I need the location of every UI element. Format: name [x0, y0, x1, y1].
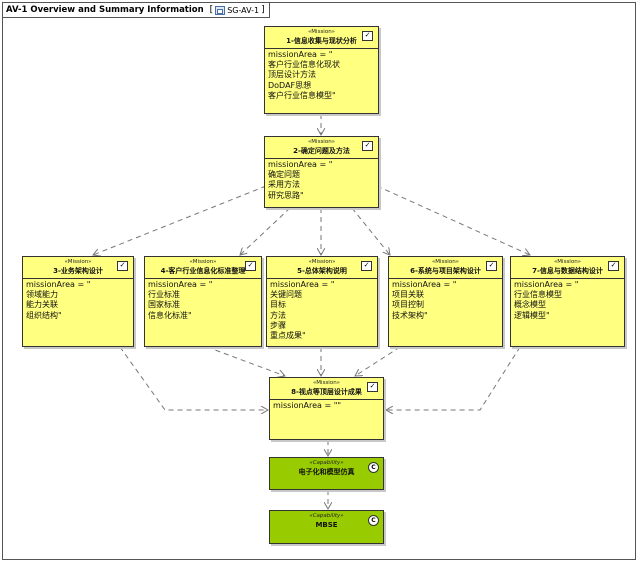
reference-open-bracket: [ [209, 5, 214, 15]
mission-name: 5-总体架构说明 [297, 267, 347, 275]
mission-stereotype: «Mission» [307, 139, 336, 145]
mission-area-text: missionArea = " 行业标准 国家标准 信息化标准" [148, 280, 213, 320]
edge-m2-m7 [376, 185, 530, 255]
checkbox-icon: ✓ [362, 141, 373, 151]
capability-block-1[interactable]: C «Capability» 电子化和模型仿真 [269, 457, 384, 490]
mission-area-text: missionArea = " 项目关联 项目控制 技术架构" [392, 280, 457, 320]
capability-stereotype: «Capability» [309, 513, 344, 519]
capability-name: MBSE [315, 521, 338, 529]
capability-stereotype: «Capability» [309, 460, 344, 466]
mission-block-4[interactable]: ✓ «Mission» 4-客户行业信息化标准整理 missionArea = … [144, 256, 262, 347]
mission-name: 8-视点等顶层设计成果 [291, 388, 362, 396]
mission-stereotype: «Mission» [308, 259, 336, 265]
mission-name: 6-系统与项目架构设计 [410, 267, 481, 275]
checkbox-icon: ✓ [608, 261, 619, 271]
checkbox-icon: ✓ [361, 261, 372, 271]
edge-m3-m8 [119, 346, 268, 410]
mission-block-3[interactable]: ✓ «Mission» 3-业务架构设计 missionArea = " 领域能… [22, 256, 134, 347]
checkbox-icon: ✓ [362, 31, 373, 41]
edge-m2-m4 [240, 207, 291, 255]
mission-stereotype: «Mission» [553, 259, 582, 265]
edge-m4-m8 [206, 346, 285, 376]
mission-name: 1-信息收集与现状分析 [286, 37, 357, 45]
mission-name: 3-业务架构设计 [53, 267, 103, 275]
capability-c-icon: C [368, 462, 379, 473]
edge-m2-m3 [93, 185, 267, 255]
mission-block-6[interactable]: ✓ «Mission» 6-系统与项目架构设计 missionArea = " … [388, 256, 503, 347]
mission-stereotype: «Mission» [189, 259, 217, 265]
capability-name: 电子化和模型仿真 [298, 468, 355, 476]
checkbox-icon: ✓ [245, 261, 256, 271]
mission-block-8[interactable]: ✓ «Mission» 8-视点等顶层设计成果 missionArea = "" [269, 377, 384, 440]
checkbox-icon: ✓ [117, 261, 128, 271]
mission-block-5[interactable]: ✓ «Mission» 5-总体架构说明 missionArea = " 关键问… [266, 256, 378, 347]
diagram-tab[interactable]: AV-1 Overview and Summary Information [ … [3, 3, 270, 18]
mission-name: 7-信息与数据结构设计 [532, 267, 603, 275]
mission-area-text: missionArea = " 关键问题 目标 方法 步骤 重点成果" [270, 280, 335, 341]
mission-name: 4-客户行业信息化标准整理 [160, 267, 246, 275]
mission-stereotype: «Mission» [312, 380, 341, 386]
capability-block-2[interactable]: C «Capability» MBSE [269, 510, 384, 544]
reference-close-bracket: ] [261, 5, 265, 15]
mission-block-2[interactable]: ✓ «Mission» 2-确定问题及方法 missionArea = " 确定… [264, 136, 379, 208]
mission-name: 2-确定问题及方法 [293, 147, 350, 155]
mission-block-1[interactable]: ✓ «Mission» 1-信息收集与现状分析 missionArea = " … [264, 26, 379, 114]
diagram-reference[interactable]: SG-AV-1 [227, 5, 260, 15]
edge-m7-m8 [386, 346, 521, 410]
checkbox-icon: ✓ [367, 382, 378, 392]
mission-block-7[interactable]: ✓ «Mission» 7-信息与数据结构设计 missionArea = " … [510, 256, 625, 347]
mission-stereotype: «Mission» [431, 259, 460, 265]
mission-stereotype: «Mission» [64, 259, 92, 265]
edge-m6-m8 [355, 346, 401, 376]
edge-m2-m6 [351, 207, 390, 255]
mission-area-text: missionArea = " 客户行业信息化现状 顶层设计方法 DoDAF思想… [268, 50, 340, 100]
capability-c-icon: C [368, 515, 379, 526]
mission-area-text: missionArea = " 行业信息模型 概念模型 逻辑模型" [514, 280, 579, 320]
diagram-title: AV-1 Overview and Summary Information [6, 5, 204, 15]
mission-area-text: missionArea = "" [273, 401, 342, 410]
mission-area-text: missionArea = " 领域能力 能力关联 组织结构" [26, 280, 91, 320]
mission-area-text: missionArea = " 确定问题 采用方法 研究思路" [268, 160, 333, 200]
checkbox-icon: ✓ [486, 261, 497, 271]
mission-stereotype: «Mission» [307, 29, 336, 35]
diagram-icon [215, 5, 226, 15]
